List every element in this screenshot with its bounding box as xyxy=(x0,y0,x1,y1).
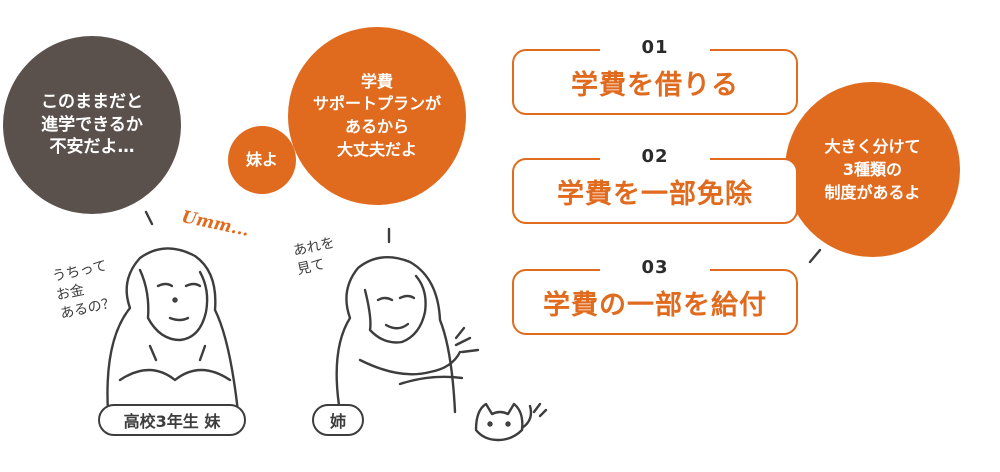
bubble-tail-younger xyxy=(144,210,154,226)
cat-doodle xyxy=(474,402,548,442)
imoto-speech-bubble: 妹よ xyxy=(228,126,296,194)
younger-sister-figure xyxy=(106,247,240,414)
elder-sister-tag-label: 姉 xyxy=(329,412,346,431)
summary-speech-bubble: 大きく分けて 3種類の 制度があるよ xyxy=(785,82,960,257)
bubble-tail-summary xyxy=(808,248,822,264)
younger-thought-text: うちって お金 あるの？ xyxy=(50,257,117,323)
elder-sister-speech-bubble: 学費 サポートプランが あるから 大丈夫だよ xyxy=(288,27,466,205)
option-label-3: 学費の一部を給付 xyxy=(543,289,767,321)
option-number-3: 03 xyxy=(600,257,710,278)
elder-sister-tag: 姉 xyxy=(312,404,364,436)
younger-sister-tag: 高校3年生 妹 xyxy=(98,404,246,436)
option-label-2: 学費を一部免除 xyxy=(557,178,753,210)
younger-sister-speech-bubble: このままだと 進学できるか 不安だよ… xyxy=(3,36,181,214)
option-number-2: 02 xyxy=(600,146,710,167)
younger-sister-tag-label: 高校3年生 妹 xyxy=(123,412,221,431)
option-label-1: 学費を借りる xyxy=(571,69,739,101)
option-number-1: 01 xyxy=(600,37,710,58)
option-box-grant: 学費の一部を給付 xyxy=(512,269,798,335)
elder-sister-figure xyxy=(335,256,480,414)
